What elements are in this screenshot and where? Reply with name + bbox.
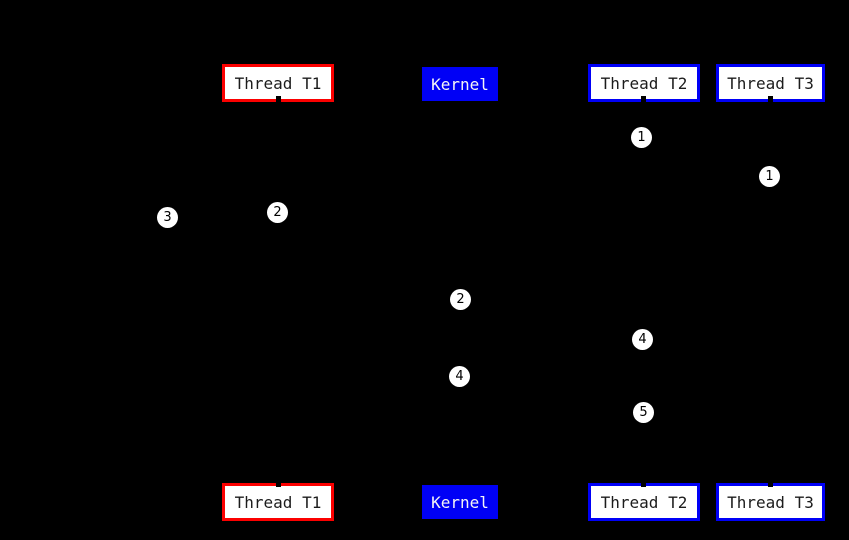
kernel-top-label: Kernel [431, 74, 489, 94]
kernel-bottom-label: Kernel [431, 492, 489, 512]
lifeline-stub-t1-bottom [276, 478, 281, 487]
kernel-bottom-box: Kernel [422, 485, 498, 519]
thread-t1-bottom-box: Thread T1 [222, 483, 334, 521]
thread-t3-bottom-box: Thread T3 [716, 483, 825, 521]
lifeline-stub-t2-top [641, 96, 646, 104]
step-marker: 2 [267, 202, 288, 223]
thread-t1-top-box: Thread T1 [222, 64, 334, 102]
step-marker-label: 2 [273, 205, 282, 220]
thread-t1-bottom-label: Thread T1 [234, 492, 322, 512]
thread-t3-bottom-label: Thread T3 [727, 492, 814, 512]
step-marker: 1 [631, 127, 652, 148]
thread-t2-top-label: Thread T2 [600, 73, 688, 93]
kernel-top-box: Kernel [422, 67, 498, 101]
thread-t3-top-label: Thread T3 [727, 73, 814, 93]
thread-t2-bottom-label: Thread T2 [600, 492, 688, 512]
thread-t1-top-label: Thread T1 [234, 73, 322, 93]
step-marker-label: 4 [638, 332, 647, 347]
step-marker-label: 5 [639, 405, 648, 420]
step-marker: 4 [449, 366, 470, 387]
step-marker: 1 [759, 166, 780, 187]
step-marker: 5 [633, 402, 654, 423]
lifeline-stub-t2-bottom [641, 478, 646, 487]
step-marker-label: 4 [455, 369, 464, 384]
thread-t2-bottom-box: Thread T2 [588, 483, 700, 521]
step-marker: 3 [157, 207, 178, 228]
lifeline-stub-t3-bottom [768, 478, 773, 487]
step-marker: 2 [450, 289, 471, 310]
step-marker: 4 [632, 329, 653, 350]
lifeline-stub-t3-top [768, 96, 773, 104]
step-marker-label: 2 [456, 292, 465, 307]
thread-t3-top-box: Thread T3 [716, 64, 825, 102]
lifeline-stub-t1-top [276, 96, 281, 104]
step-marker-label: 1 [765, 169, 774, 184]
step-marker-label: 1 [637, 130, 646, 145]
step-marker-label: 3 [163, 210, 172, 225]
